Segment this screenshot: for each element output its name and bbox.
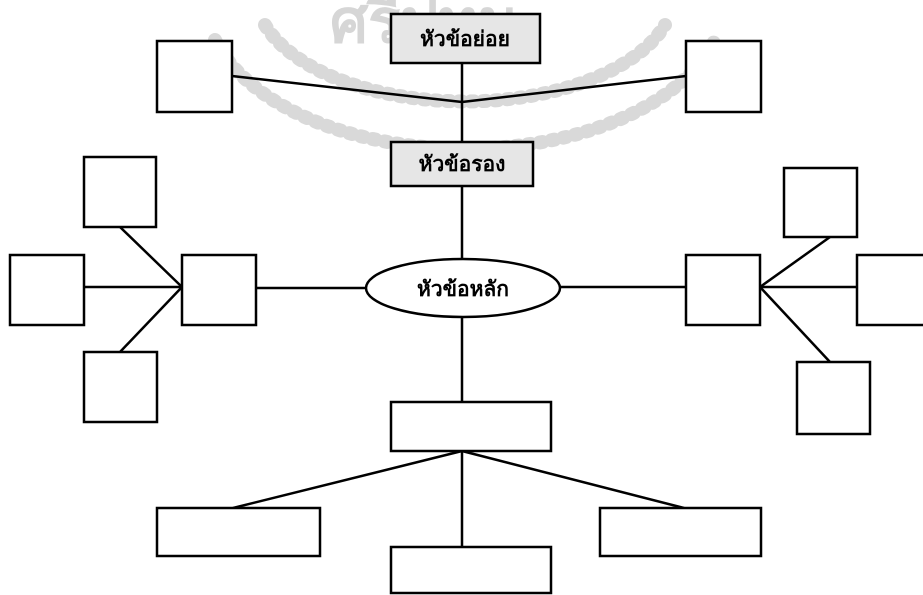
connector-right-upper [759,235,831,289]
secondary-topic-box [389,140,535,188]
bottom-left-box [155,506,322,558]
left-hub-box [180,253,258,327]
bottom-right-box [598,506,763,558]
right-outer-box [855,253,923,327]
connector-left-upper [119,226,183,288]
left-outer-box [8,253,86,327]
connector-bottom-right [461,449,685,510]
connectors [84,63,857,547]
connector-subtopic-left [231,74,463,104]
connector-right-lower [759,286,831,363]
right-lower-box [795,360,872,436]
bottom-hub-box [389,400,553,453]
subtopic-box-right [684,39,763,114]
subtopic-box [389,12,542,65]
secondary-topic-label: หัวข้อรอง [419,152,506,176]
left-upper-box [82,155,158,229]
right-hub-box [684,253,762,327]
connector-bottom-left [232,449,463,510]
right-upper-box [782,166,859,239]
connector-left-lower [119,286,183,353]
bottom-center-box [389,545,553,595]
left-lower-box [82,350,159,424]
main-topic-label: หัวข้อหลัก [417,277,509,301]
subtopic-box-left [155,39,234,114]
subtopic-label: หัวข้อย่อย [420,27,510,51]
connector-subtopic-right [461,74,687,104]
main-topic-ellipse [364,257,562,319]
